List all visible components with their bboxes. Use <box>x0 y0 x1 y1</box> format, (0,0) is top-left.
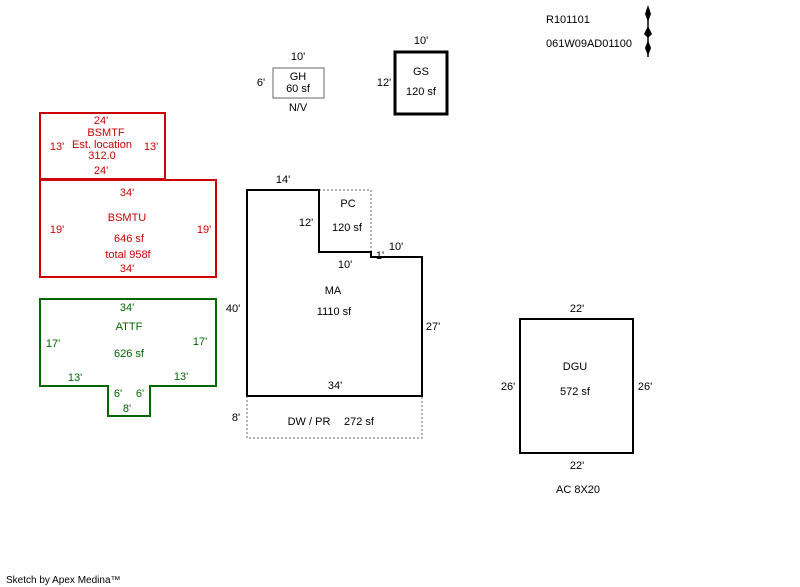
pc-area: 120 sf <box>332 222 363 234</box>
parcel-id: R101101 <box>546 14 590 26</box>
gs-area: 120 sf <box>406 86 437 98</box>
ma-top-dimension: 14' <box>276 174 290 186</box>
gh-label: GH <box>290 71 307 83</box>
sketch-credit: Sketch by Apex Medina™ <box>6 575 121 586</box>
pc-outline <box>319 189 372 252</box>
bsmtf-right-dimension: 13' <box>144 141 158 153</box>
gs-label: GS <box>413 66 429 78</box>
dwpr-area: 272 sf <box>344 416 375 428</box>
attf-structure: 34' ATTF 626 sf 17' 17' 13' 13' 6' 6' 8' <box>39 298 217 417</box>
bsmtf-note: Est. location <box>72 139 132 151</box>
bsmtu-outline <box>39 179 217 278</box>
bsmtf-top-dimension: 24' <box>94 115 108 127</box>
attf-label: ATTF <box>116 321 143 333</box>
dgu-area: 572 sf <box>560 386 591 398</box>
pc-label: PC <box>340 198 355 210</box>
attf-right-dimension: 17' <box>193 336 207 348</box>
ma-structure: 14' 12' 10' 1' 10' MA 1110 sf 40' 27' 34… <box>226 174 440 397</box>
bsmtf-bottom-dimension: 24' <box>94 165 108 177</box>
gs-top-dimension: 10' <box>414 35 428 47</box>
attf-outline <box>39 298 217 417</box>
attf-top-dimension: 34' <box>120 302 134 314</box>
ma-bottom-dimension: 34' <box>328 380 342 392</box>
ma-notch-bottom-dimension: 10' <box>338 259 352 271</box>
gh-outline <box>272 67 325 99</box>
bsmtu-area: 646 sf <box>114 233 145 245</box>
attf-notch-right-dimension: 6' <box>136 388 144 400</box>
gs-outline <box>393 50 449 116</box>
bsmtu-top-dimension: 34' <box>120 187 134 199</box>
ma-notch-side-dimension: 12' <box>299 217 313 229</box>
gs-structure: 10' 12' GS 120 sf <box>377 35 449 116</box>
dgu-top-dimension: 22' <box>570 303 584 315</box>
dgu-left-dimension: 26' <box>501 381 515 393</box>
attf-area: 626 sf <box>114 348 145 360</box>
dgu-right-dimension: 26' <box>638 381 652 393</box>
gh-top-dimension: 10' <box>291 51 305 63</box>
attf-notch-bottom-dimension: 8' <box>123 403 131 415</box>
gh-structure: 10' 6' GH 60 sf N/V <box>257 51 325 114</box>
ma-step-dimension: 1' <box>376 250 384 262</box>
gh-note: N/V <box>289 102 308 114</box>
gh-left-dimension: 6' <box>257 77 265 89</box>
dwpr-label: DW / PR <box>288 416 331 428</box>
bsmtu-total: total 958f <box>105 249 151 261</box>
dgu-bottom-dimension: 22' <box>570 460 584 472</box>
north-arrow-icon <box>644 5 652 57</box>
bsmtu-structure: 34' BSMTU 646 sf total 958f 19' 19' 34' <box>39 179 217 278</box>
attf-step-right-dimension: 13' <box>174 371 188 383</box>
dwpr-outline <box>246 396 423 439</box>
attf-step-left-dimension: 13' <box>68 372 82 384</box>
attf-left-dimension: 17' <box>46 338 60 350</box>
dgu-outline <box>519 318 634 454</box>
bsmtu-bottom-dimension: 34' <box>120 263 134 275</box>
attf-notch-left-dimension: 6' <box>114 388 122 400</box>
ma-outline <box>246 189 423 397</box>
ma-right-dimension: 27' <box>426 321 440 333</box>
bsmtu-label: BSMTU <box>108 212 147 224</box>
gh-area: 60 sf <box>286 83 311 95</box>
bsmtf-label: BSMTF <box>87 127 125 139</box>
bsmtf-value: 312.0 <box>88 150 116 162</box>
dwpr-structure: DW / PR 272 sf 8' <box>232 396 423 439</box>
bsmtf-structure: 24' BSMTF Est. location 312.0 13' 13' 24… <box>39 112 166 180</box>
dgu-note: AC 8X20 <box>556 484 600 496</box>
gs-left-dimension: 12' <box>377 77 391 89</box>
bsmtf-left-dimension: 13' <box>50 141 64 153</box>
ma-left-dimension: 40' <box>226 303 240 315</box>
bsmtu-left-dimension: 19' <box>50 224 64 236</box>
bsmtu-right-dimension: 19' <box>197 224 211 236</box>
ma-label: MA <box>325 285 342 297</box>
pc-structure: PC 120 sf <box>319 189 372 252</box>
dgu-structure: 22' DGU 572 sf 26' 26' 22' AC 8X20 <box>501 303 652 496</box>
dwpr-left-dimension: 8' <box>232 412 240 424</box>
dgu-label: DGU <box>563 361 588 373</box>
ma-area: 1110 sf <box>317 306 352 318</box>
map-number: 061W09AD01100 <box>546 38 632 50</box>
ma-upper-right-dimension: 10' <box>389 241 403 253</box>
